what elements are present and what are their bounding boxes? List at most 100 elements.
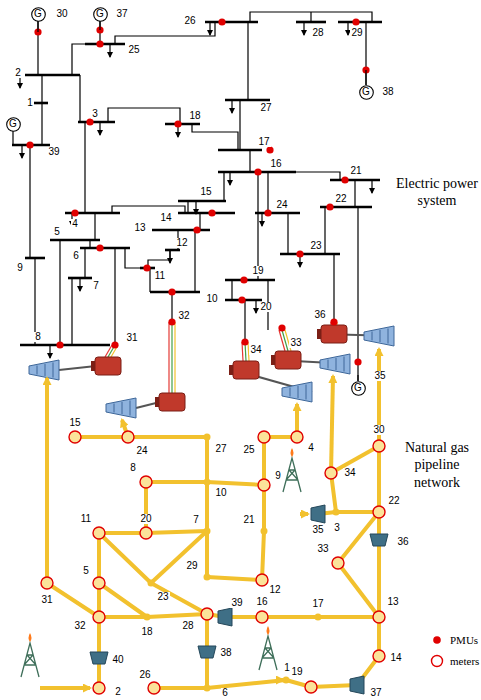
meter-circle [69, 431, 81, 443]
signal-wire [282, 330, 288, 351]
bus-number: 14 [159, 213, 172, 223]
compressor-symbol [311, 505, 325, 523]
turbine-symbol [130, 401, 131, 416]
transmission-line [79, 75, 80, 122]
bus-bar [225, 279, 275, 282]
pmu-dot [208, 209, 215, 216]
meter-circle [201, 608, 213, 620]
bus-number: 1 [26, 98, 34, 108]
load-arrow [209, 22, 210, 35]
gas-node-number: 31 [40, 595, 53, 605]
gas-well [267, 626, 270, 635]
bus-number: 21 [349, 166, 362, 176]
pipe-junction [283, 677, 290, 684]
load-arrow [229, 172, 230, 185]
meter-circle [93, 611, 105, 623]
bus-number: 6 [72, 251, 80, 261]
bus-number: 35 [373, 371, 386, 381]
gas-node-number: 10 [214, 488, 227, 498]
gas-node-number: 2 [114, 687, 122, 697]
load-arrow [303, 22, 304, 35]
transmission-line [324, 207, 325, 254]
legend-symbol [432, 656, 443, 667]
bus-number: 8 [34, 332, 42, 342]
pmu-dot [56, 341, 63, 348]
gas-node-number: 3 [333, 523, 341, 533]
transmission-line [354, 180, 355, 207]
meter-circle [258, 479, 270, 491]
load-arrow [169, 250, 170, 263]
transmission-line [84, 122, 85, 213]
gas-node-number: 12 [268, 585, 281, 595]
bus-number: 32 [177, 311, 190, 321]
bus-number: 25 [127, 45, 140, 55]
gas-node-number: 21 [242, 515, 255, 525]
gas-node-number: 8 [129, 463, 137, 473]
bus-number: 12 [175, 238, 188, 248]
pmu-dot [143, 264, 150, 271]
pmu-dot [86, 118, 93, 125]
section-title: Electric power system [395, 175, 479, 210]
pmu-dot [296, 250, 303, 257]
pipe-junction [144, 614, 151, 621]
generator-outline [351, 381, 365, 395]
load-arrow [255, 300, 256, 313]
gas-node-number: 5 [82, 566, 90, 576]
bus-bar [25, 74, 80, 77]
bus-number: 17 [257, 137, 270, 147]
meter-circle [256, 574, 268, 586]
generator-outline [359, 85, 373, 99]
transmission-line [148, 250, 170, 268]
generator-letter: G [31, 9, 46, 19]
bus-bar [280, 253, 340, 256]
transmission-line [115, 22, 215, 44]
gas-pipeline [377, 446, 381, 512]
generator-symbol [317, 329, 321, 339]
load-arrow [195, 201, 196, 214]
bus-bar [296, 21, 326, 24]
meter-circle [140, 527, 152, 539]
generator-circle: G [359, 85, 374, 100]
gas-node-number: 23 [156, 592, 169, 602]
bus-number: 37 [115, 9, 128, 19]
generator-outline [93, 7, 107, 21]
gas-node-number: 11 [80, 514, 92, 524]
bus-number: 11 [154, 271, 166, 281]
transmission-line [365, 22, 366, 85]
meter-circle [325, 467, 337, 479]
pmu-dot [168, 288, 175, 295]
pmu-dot [218, 18, 225, 25]
bus-bar [85, 43, 125, 46]
meter-circle [122, 431, 134, 443]
generator-symbol [155, 397, 159, 407]
gas-pipeline [99, 533, 151, 583]
bus-bar [165, 123, 200, 126]
gas-pipeline [97, 533, 101, 583]
bus-bar [338, 21, 382, 24]
generator-lead [365, 70, 366, 85]
bus-number: 2 [14, 68, 22, 78]
bus-bar [25, 257, 45, 260]
gas-pipeline [99, 531, 146, 535]
transmission-line [112, 206, 185, 213]
meter-circle [373, 440, 385, 452]
gas-pipeline [151, 583, 207, 614]
pmu-dot [238, 296, 245, 303]
gas-feed [276, 678, 283, 682]
bus-number: 27 [259, 103, 272, 113]
transmission-line [171, 292, 172, 322]
section-title: Natural gas pipeline network [395, 439, 479, 492]
generator-circle: G [6, 117, 21, 132]
gas-pipeline [377, 540, 381, 617]
bus-number: 7 [92, 281, 100, 291]
turbine-symbol [37, 366, 38, 375]
bus-number: 23 [309, 241, 322, 251]
transmission-line [257, 172, 258, 280]
pipe-junction [315, 614, 322, 621]
pmu-dot [264, 209, 271, 216]
bus-number: 34 [249, 345, 262, 355]
turbine-symbol [29, 360, 59, 380]
bus-number: 31 [125, 333, 138, 343]
transmission-line [267, 172, 268, 213]
pipe-junction [204, 528, 211, 535]
